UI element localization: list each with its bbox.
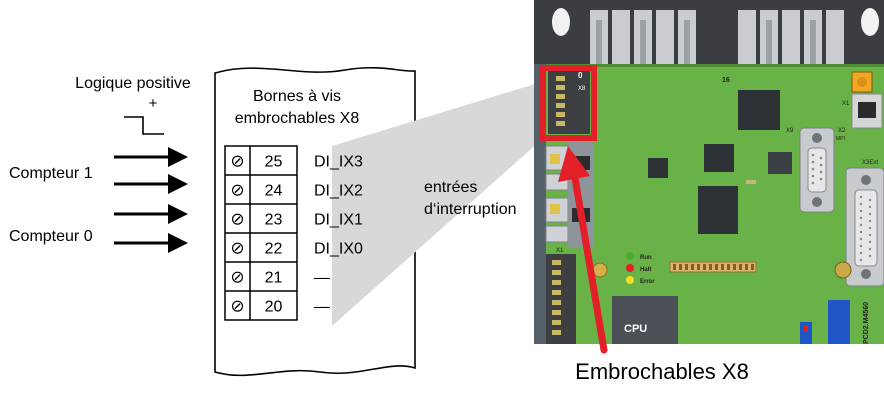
port-label-x1-side: X1	[556, 248, 564, 254]
terminal-number: 22	[265, 241, 283, 258]
pin-label-x8: X8	[578, 86, 586, 92]
logic-label: Logique positive	[75, 75, 191, 92]
logic-plus-sign: +	[149, 95, 158, 112]
led-run-indicator	[626, 252, 634, 260]
port-label-x9: X9	[786, 128, 794, 134]
port-label-x3ext: X3Ext	[862, 160, 878, 166]
header-pin	[679, 264, 682, 270]
led-halt-label: Halt	[640, 267, 651, 273]
pin-label-0: 0	[578, 71, 583, 80]
logic-step-symbol	[124, 116, 164, 135]
terminal-signal: DI_IX0	[314, 241, 363, 258]
interrupt-note-line1: entrées	[424, 179, 477, 196]
header-pin	[691, 264, 694, 270]
terminal-signal: DI_IX2	[314, 183, 363, 200]
screw-symbol: ⊘	[230, 239, 244, 258]
screw-symbol: ⊘	[230, 268, 244, 287]
header-pin	[739, 264, 742, 270]
led-error-label: Error	[640, 279, 655, 285]
red-pointer-arrow	[558, 146, 608, 354]
counter0-label: Compteur 0	[9, 228, 93, 245]
led-halt-indicator	[626, 264, 634, 272]
header-pin	[673, 264, 676, 270]
terminal-title-line1: Bornes à vis	[253, 88, 341, 105]
terminal-signal: —	[314, 270, 330, 287]
caption: Embrochables X8	[575, 359, 749, 384]
mounting-hole-left	[552, 8, 570, 36]
header-pin	[685, 264, 688, 270]
input-arrows	[114, 147, 188, 253]
terminal-number: 24	[265, 183, 283, 200]
header-pin	[697, 264, 700, 270]
screw-symbol: ⊘	[230, 210, 244, 229]
header-pin	[745, 264, 748, 270]
cpu-label: CPU	[624, 323, 647, 335]
port-label-x2: X2	[838, 128, 846, 134]
header-pin	[709, 264, 712, 270]
led-error-indicator	[626, 276, 634, 284]
terminal-signal: —	[314, 299, 330, 316]
header-pin	[721, 264, 724, 270]
terminal-number: 21	[265, 270, 283, 287]
led-run-label: Run	[640, 255, 652, 261]
port-label-x1: X1	[842, 101, 850, 107]
counter1-label: Compteur 1	[9, 165, 93, 182]
port-label-mpi: MPI	[836, 136, 845, 142]
header-pin	[727, 264, 730, 270]
screw-symbol: ⊘	[230, 181, 244, 200]
terminal-signal: DI_IX3	[314, 154, 363, 171]
terminal-number: 20	[265, 299, 283, 316]
interrupt-note-line2: d‘interruption	[424, 201, 517, 218]
mounting-hole-right	[861, 8, 879, 36]
header-pin	[703, 264, 706, 270]
x8-highlight-box	[539, 65, 597, 141]
header-pin	[715, 264, 718, 270]
model-label: PCD2.M4560	[863, 302, 870, 344]
terminal-block	[224, 145, 298, 321]
pin-label-16: 16	[722, 77, 730, 84]
terminal-rows: ⊘ 25 DI_IX3 ⊘ 24 DI_IX2 ⊘ 23 DI_IX1 ⊘ 22 DI_IX0 ⊘ 21 —…	[230, 152, 363, 316]
terminal-title-line2: embrochables X8	[235, 110, 360, 127]
header-pin	[733, 264, 736, 270]
terminal-signal: DI_IX1	[314, 212, 363, 229]
zoom-projection	[332, 80, 548, 326]
terminal-number: 25	[265, 154, 283, 171]
terminal-number: 23	[265, 212, 283, 229]
screw-symbol: ⊘	[230, 297, 244, 316]
header-pin	[751, 264, 754, 270]
screw-symbol: ⊘	[230, 152, 244, 171]
